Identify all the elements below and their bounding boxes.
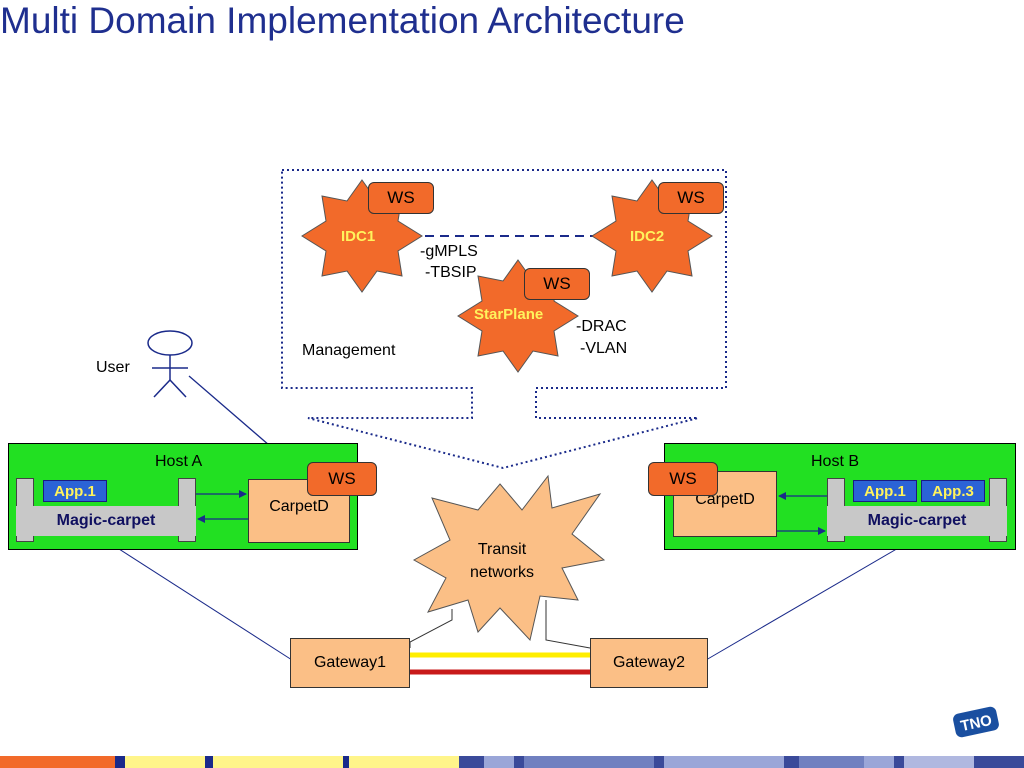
host-b-magic-carpet: Magic-carpet [827, 506, 1007, 536]
host-a-magic-carpet: Magic-carpet [16, 506, 196, 536]
protocol-item: -gMPLS [420, 243, 478, 260]
idc2-label: IDC2 [630, 228, 665, 245]
protocol-list-drac: -DRAC -VLAN [576, 316, 627, 360]
footer-color-bar [0, 756, 1024, 768]
idc1-ws-badge: WS [368, 182, 434, 214]
starplane-label: StarPlane [474, 306, 544, 323]
management-label: Management [302, 342, 396, 359]
protocol-item: -VLAN [580, 340, 628, 357]
transit-line: networks [469, 564, 535, 581]
transit-line: Transit [477, 541, 527, 558]
transit-networks-label: Transit networks [462, 538, 542, 584]
tno-logo: TNO [953, 706, 999, 738]
user-label: User [96, 359, 130, 376]
gateway1-box: Gateway1 [290, 638, 410, 688]
protocol-item: -TBSIP [425, 264, 477, 281]
idc2-ws-badge: WS [658, 182, 724, 214]
user-figure [147, 330, 193, 398]
host-b-ws-badge: WS [648, 462, 718, 496]
starplane-ws-badge: WS [524, 268, 590, 300]
host-b-app-1: App.1 [853, 480, 917, 502]
tno-logo-text: TNO [959, 712, 994, 735]
protocol-item: -DRAC [576, 318, 627, 335]
gateway2-box: Gateway2 [590, 638, 708, 688]
host-a-ws-badge: WS [307, 462, 377, 496]
host-a-app-1: App.1 [43, 480, 107, 502]
management-boundary [281, 169, 727, 470]
protocol-list-gmpls: -gMPLS -TBSIP [420, 241, 478, 283]
host-a-label: Host A [155, 453, 203, 470]
transit-network-star [412, 474, 606, 642]
host-b-app-3: App.3 [921, 480, 985, 502]
idc1-label: IDC1 [341, 228, 376, 245]
page-title: Multi Domain Implementation Architecture [0, 0, 685, 41]
host-b-label: Host B [811, 453, 860, 470]
